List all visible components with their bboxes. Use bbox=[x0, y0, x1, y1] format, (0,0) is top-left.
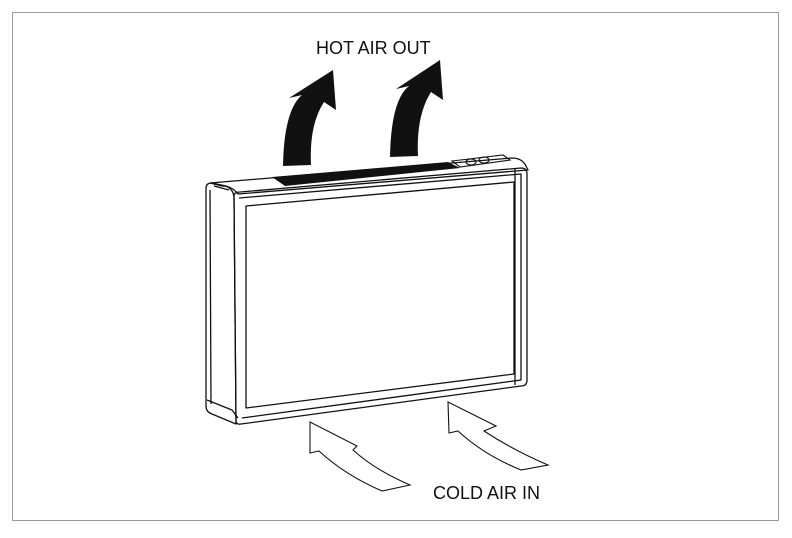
heater-left-side-inner bbox=[209, 185, 230, 405]
heater-inner-panel bbox=[245, 181, 515, 409]
hot-air-out-label: HOT AIR OUT bbox=[316, 38, 431, 58]
control-panel bbox=[450, 154, 512, 168]
cold-air-arrow-left bbox=[309, 421, 412, 492]
figure-border bbox=[12, 12, 779, 521]
heater-bottom-edge bbox=[206, 399, 239, 419]
cold-air-arrow-right bbox=[447, 401, 550, 471]
heater-front-frame bbox=[238, 173, 522, 419]
heater-front-face bbox=[233, 167, 528, 425]
hot-air-arrow-right bbox=[390, 60, 443, 157]
heater-air-vent bbox=[272, 162, 460, 186]
hot-air-arrow-left bbox=[283, 70, 336, 166]
heater-unit bbox=[205, 157, 529, 425]
cold-air-in-label: COLD AIR IN bbox=[433, 483, 541, 503]
heater-left-side bbox=[205, 182, 237, 425]
